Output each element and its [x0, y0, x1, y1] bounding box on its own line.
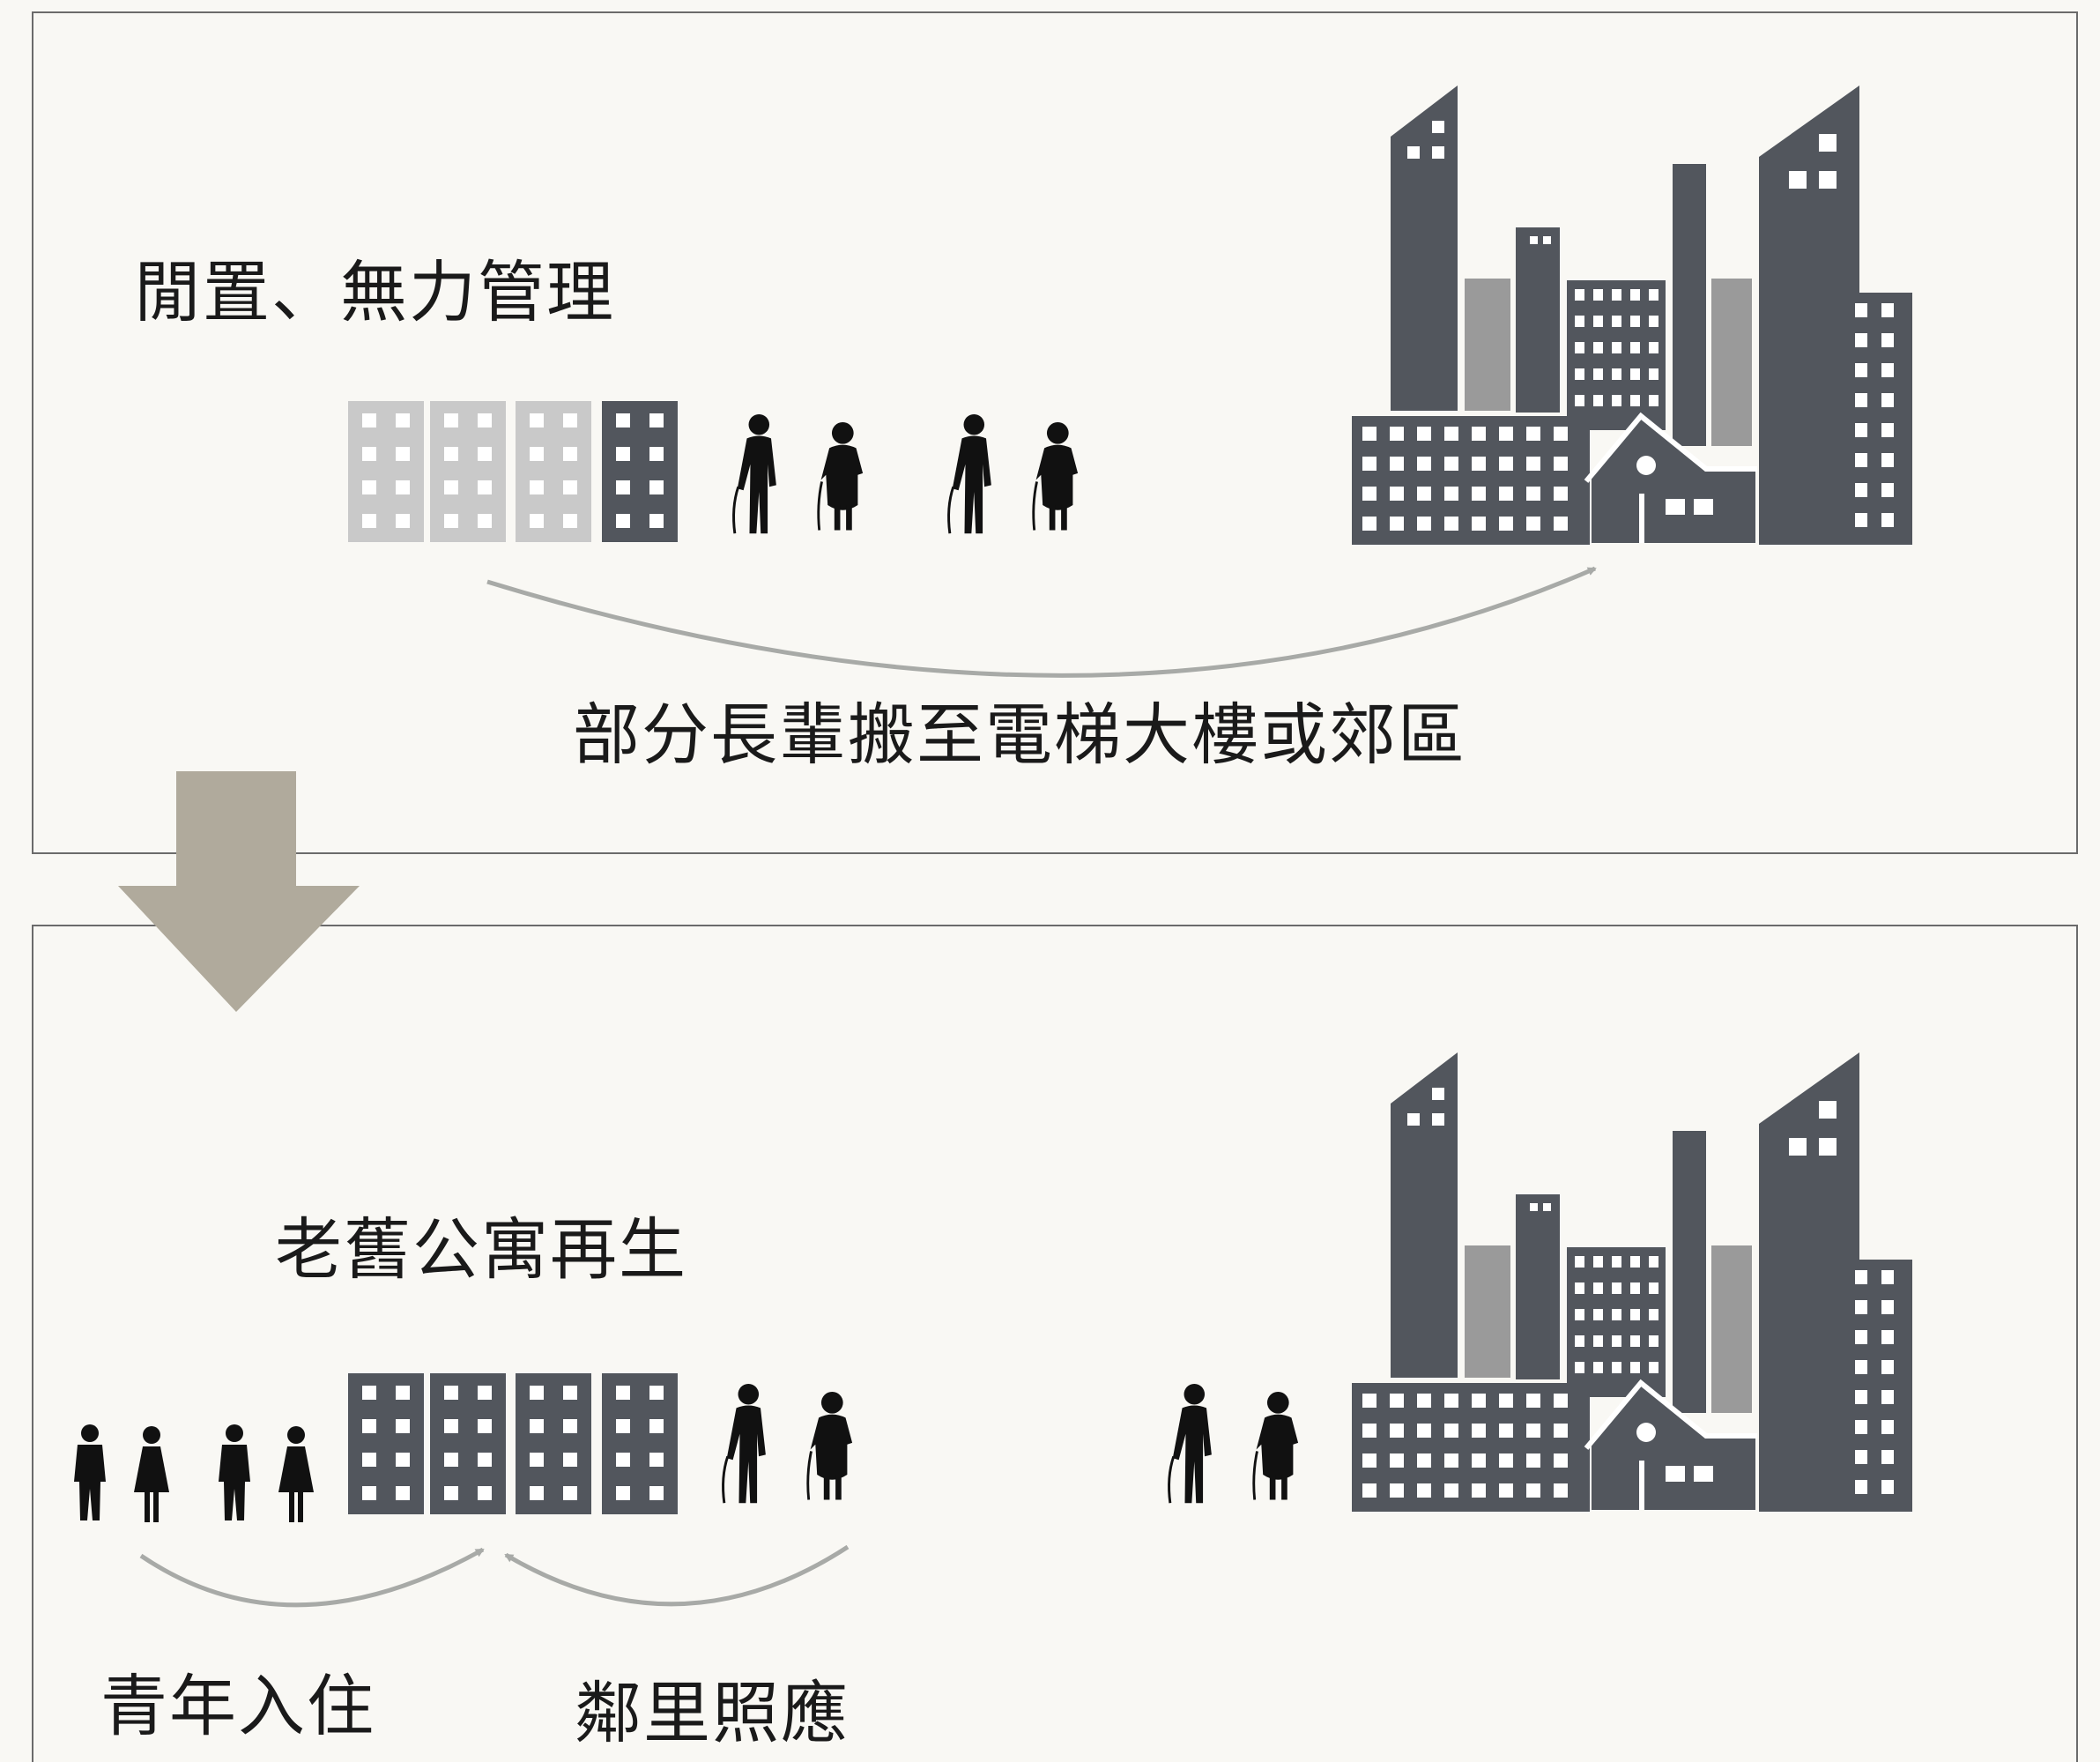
apartment-block-icon — [516, 401, 591, 542]
bottom-title: 老舊公寓再生 — [275, 1210, 687, 1289]
city-skyline-icon — [1352, 1052, 1912, 1512]
neighbor-care-curve — [504, 1544, 850, 1607]
apartment-block-icon — [430, 1373, 506, 1514]
move-away-curve — [486, 566, 1597, 678]
elderly-man-icon — [947, 413, 991, 534]
elderly-group-city — [1168, 1383, 1299, 1504]
apartment-block-icon — [602, 1373, 678, 1514]
apartment-block-icon — [348, 1373, 424, 1514]
young-man-icon — [219, 1424, 250, 1520]
apartment-block-icon — [348, 401, 424, 542]
young-woman-icon — [134, 1426, 169, 1522]
elderly-woman-icon — [817, 421, 864, 531]
young-woman-icon — [278, 1426, 314, 1522]
apartment-block-icon — [602, 401, 678, 542]
elderly-man-icon — [722, 1383, 766, 1504]
young-move-in-curve — [139, 1547, 485, 1608]
down-arrow-icon — [118, 771, 360, 1012]
apartment-row-top — [348, 401, 678, 542]
elderly-group-bottom — [722, 1383, 853, 1504]
elderly-group-top — [732, 413, 1079, 534]
top-title: 閒置、無力管理 — [134, 253, 615, 331]
young-man-icon — [74, 1424, 106, 1520]
city-skyline-icon — [1352, 85, 1912, 545]
city-skyline-bottom — [1352, 1052, 1912, 1512]
young-move-in-label: 青年入住 — [100, 1667, 375, 1745]
elderly-man-icon — [732, 413, 776, 534]
elderly-woman-icon — [806, 1391, 853, 1500]
top-caption: 部分長輩搬至電梯大樓或郊區 — [573, 695, 1466, 774]
neighbor-care-label: 鄰里照應 — [575, 1674, 850, 1752]
city-skyline-top — [1352, 85, 1912, 545]
elderly-woman-icon — [1252, 1391, 1299, 1500]
apartment-block-icon — [430, 401, 506, 542]
apartment-block-icon — [516, 1373, 591, 1514]
top-panel-frame — [32, 11, 2078, 854]
elderly-woman-icon — [1032, 421, 1079, 531]
bottom-panel-frame — [32, 925, 2078, 1762]
elderly-man-icon — [1168, 1383, 1212, 1504]
young-group — [74, 1424, 314, 1522]
apartment-row-bottom — [348, 1373, 678, 1514]
